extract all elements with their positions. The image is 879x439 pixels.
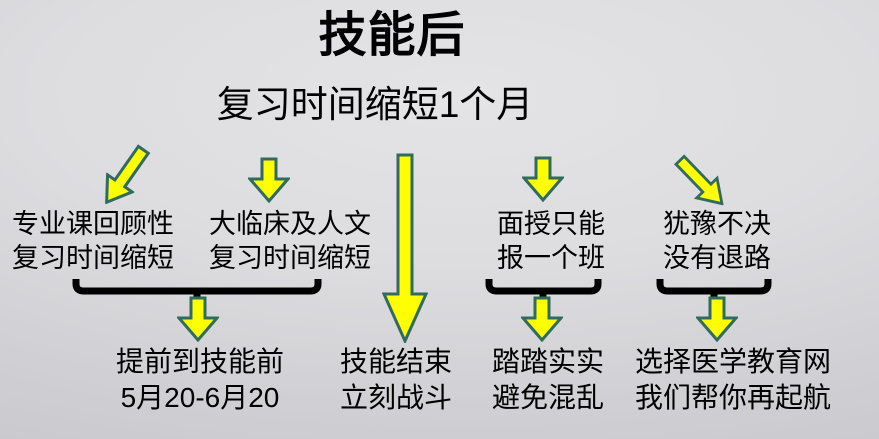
result-1-line-1: 提前到技能前: [115, 346, 284, 377]
result-block-1: 提前到技能前 5月20-6月20: [90, 344, 310, 416]
slide-title: 技能后: [318, 9, 466, 62]
down-arrow-icon: [521, 296, 563, 342]
diagonal-down-left-arrow-icon: [92, 138, 159, 213]
cause-block-3: 面授只能 报一个班: [458, 207, 644, 275]
cause-1-line-1: 专业课回顾性: [12, 209, 174, 239]
result-2-line-2: 立刻战斗: [339, 382, 452, 413]
result-1-line-2: 5月20-6月20: [120, 382, 280, 413]
cause-3-line-2: 报一个班: [497, 243, 605, 273]
down-arrow-icon: [522, 156, 564, 202]
down-arrow-icon: [248, 157, 290, 203]
cause-block-4: 犹豫不决 没有退路: [624, 207, 810, 275]
cause-4-line-2: 没有退路: [663, 243, 771, 273]
down-arrow-icon: [177, 296, 219, 342]
cause-4-line-1: 犹豫不决: [663, 209, 771, 239]
diagonal-down-right-arrow-icon: [667, 147, 736, 217]
result-3-line-2: 避免混乱: [491, 382, 604, 413]
result-2-line-1: 技能结束: [339, 346, 452, 377]
result-block-2: 技能结束 立刻战斗: [286, 344, 506, 416]
cause-3-line-1: 面授只能: [497, 209, 605, 239]
result-4-line-1: 选择医学教育网: [634, 346, 831, 377]
result-3-line-1: 踏踏实实: [491, 346, 604, 377]
long-down-arrow-icon: [382, 153, 428, 343]
cause-block-2: 大临床及人文 复习时间缩短: [197, 207, 383, 275]
cause-block-1: 专业课回顾性 复习时间缩短: [0, 207, 186, 275]
result-block-3: 踏踏实实 避免混乱: [438, 344, 658, 416]
cause-2-line-1: 大临床及人文: [209, 209, 371, 239]
result-block-4: 选择医学教育网 我们帮你再起航: [623, 344, 843, 416]
down-arrow-icon: [696, 296, 738, 342]
cause-1-line-2: 复习时间缩短: [12, 243, 174, 273]
slide-subtitle: 复习时间缩短1个月: [216, 84, 534, 125]
cause-2-line-2: 复习时间缩短: [209, 243, 371, 273]
result-4-line-2: 我们帮你再起航: [634, 382, 831, 413]
